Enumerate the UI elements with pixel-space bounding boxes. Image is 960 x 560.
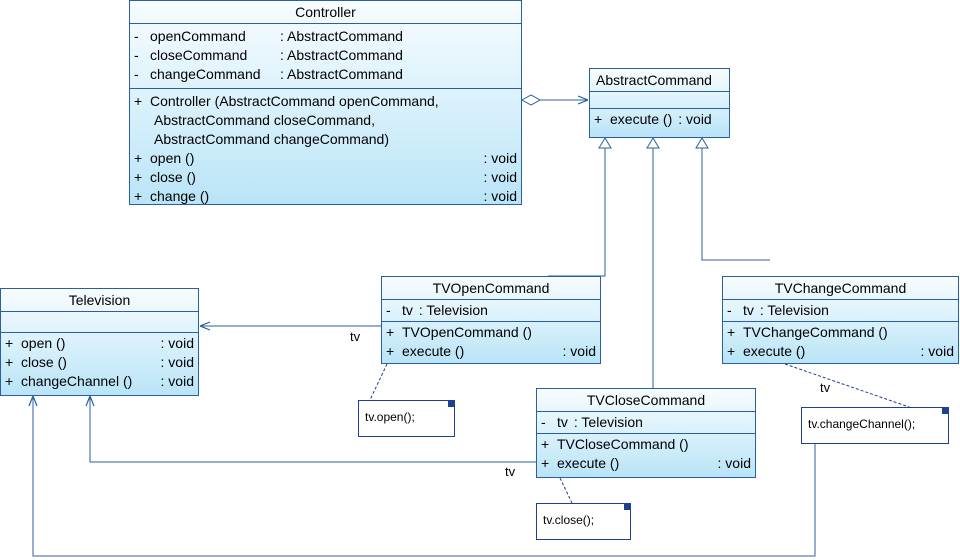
method-row: +execute (): void xyxy=(727,343,954,359)
class-name: Television xyxy=(1,289,198,312)
note-link-change xyxy=(784,363,913,409)
assoc-label-tvclose: tv xyxy=(505,464,516,479)
method-row: +change (): void xyxy=(134,188,517,204)
method-row: +execute (): void xyxy=(594,111,712,127)
attribute-row: -changeCommand: AbstractCommand xyxy=(134,66,403,82)
generalization-tvchange xyxy=(695,137,770,261)
method-row: +close (): void xyxy=(5,354,194,370)
assoc-label-tvopen: tv xyxy=(350,329,361,344)
assoc-label-tvchange: tv xyxy=(820,380,831,395)
note-tv-close: tv.close(); xyxy=(536,503,631,540)
attributes-compartment xyxy=(1,312,198,333)
method-row: +execute (): void xyxy=(386,343,596,359)
inheritance-triangle-icon xyxy=(598,137,612,149)
note-text: tv.changeChannel(); xyxy=(808,417,916,431)
attributes-compartment: -tv: Television xyxy=(537,412,755,434)
operations-compartment: +TVChangeCommand () +execute (): void xyxy=(723,322,958,362)
attribute-row: -openCommand: AbstractCommand xyxy=(134,28,403,44)
attribute-row: -tv: Television xyxy=(386,302,488,318)
class-tvchangecommand[interactable]: TVChangeCommand -tv: Television +TVChang… xyxy=(722,276,959,364)
attributes-compartment: -tv: Television xyxy=(382,300,600,322)
class-name: TVCloseCommand xyxy=(537,389,755,412)
class-name: AbstractCommand xyxy=(590,69,729,92)
class-name: Controller xyxy=(130,1,521,24)
inheritance-triangle-icon xyxy=(646,137,660,149)
note-text: tv.close(); xyxy=(543,513,595,527)
method-row: +changeChannel (): void xyxy=(5,373,194,389)
method-row: +TVChangeCommand () xyxy=(727,324,888,340)
attributes-compartment: -tv: Television xyxy=(723,300,958,322)
operations-compartment: +Controller (AbstractCommand openCommand… xyxy=(130,89,521,207)
attribute-row: -tv: Television xyxy=(727,302,829,318)
method-row: +TVOpenCommand () xyxy=(386,324,532,340)
method-row: +TVCloseCommand () xyxy=(541,436,689,452)
operations-compartment: +TVOpenCommand () +execute (): void xyxy=(382,322,600,362)
note-link-open xyxy=(369,363,388,401)
class-television[interactable]: Television +open (): void +close (): voi… xyxy=(0,288,199,396)
class-tvclosecommand[interactable]: TVCloseCommand -tv: Television +TVCloseC… xyxy=(536,388,756,478)
constructor-row-cont: AbstractCommand changeCommand) xyxy=(154,131,389,147)
inheritance-triangle-icon xyxy=(695,137,709,149)
class-tvopencommand[interactable]: TVOpenCommand -tv: Television +TVOpenCom… xyxy=(381,276,601,364)
method-row: +open (): void xyxy=(5,335,194,351)
generalization-tvclose xyxy=(646,137,660,388)
class-name: TVOpenCommand xyxy=(382,277,600,300)
method-row: +execute (): void xyxy=(541,455,751,471)
method-row: +close (): void xyxy=(134,169,517,185)
class-abstractcommand[interactable]: AbstractCommand +execute (): void xyxy=(589,68,730,138)
constructor-row: +Controller (AbstractCommand openCommand… xyxy=(134,93,439,109)
note-tv-changechannel: tv.changeChannel(); xyxy=(801,407,949,444)
attributes-compartment xyxy=(590,92,729,109)
attributes-compartment: -openCommand: AbstractCommand -closeComm… xyxy=(130,24,521,89)
aggregation-diamond-icon xyxy=(520,94,542,106)
aggregation-controller-abstractcommand xyxy=(520,94,588,106)
operations-compartment: +TVCloseCommand () +execute (): void xyxy=(537,434,755,474)
assoc-tvchange-television xyxy=(33,396,816,557)
attribute-row: -tv: Television xyxy=(541,414,643,430)
generalization-tvopen xyxy=(548,137,612,277)
note-link-close xyxy=(559,477,573,504)
method-row: +open (): void xyxy=(134,150,517,166)
operations-compartment: +open (): void +close (): void +changeCh… xyxy=(1,333,198,392)
note-text: tv.open(); xyxy=(365,410,415,424)
assoc-tvclose-television xyxy=(90,396,536,463)
class-controller[interactable]: Controller -openCommand: AbstractCommand… xyxy=(129,0,522,205)
class-name: TVChangeCommand xyxy=(723,277,958,300)
constructor-row-cont: AbstractCommand closeCommand, xyxy=(154,112,375,128)
attribute-row: -closeCommand: AbstractCommand xyxy=(134,47,403,63)
operations-compartment: +execute (): void xyxy=(590,109,729,130)
note-tv-open: tv.open(); xyxy=(358,400,455,437)
